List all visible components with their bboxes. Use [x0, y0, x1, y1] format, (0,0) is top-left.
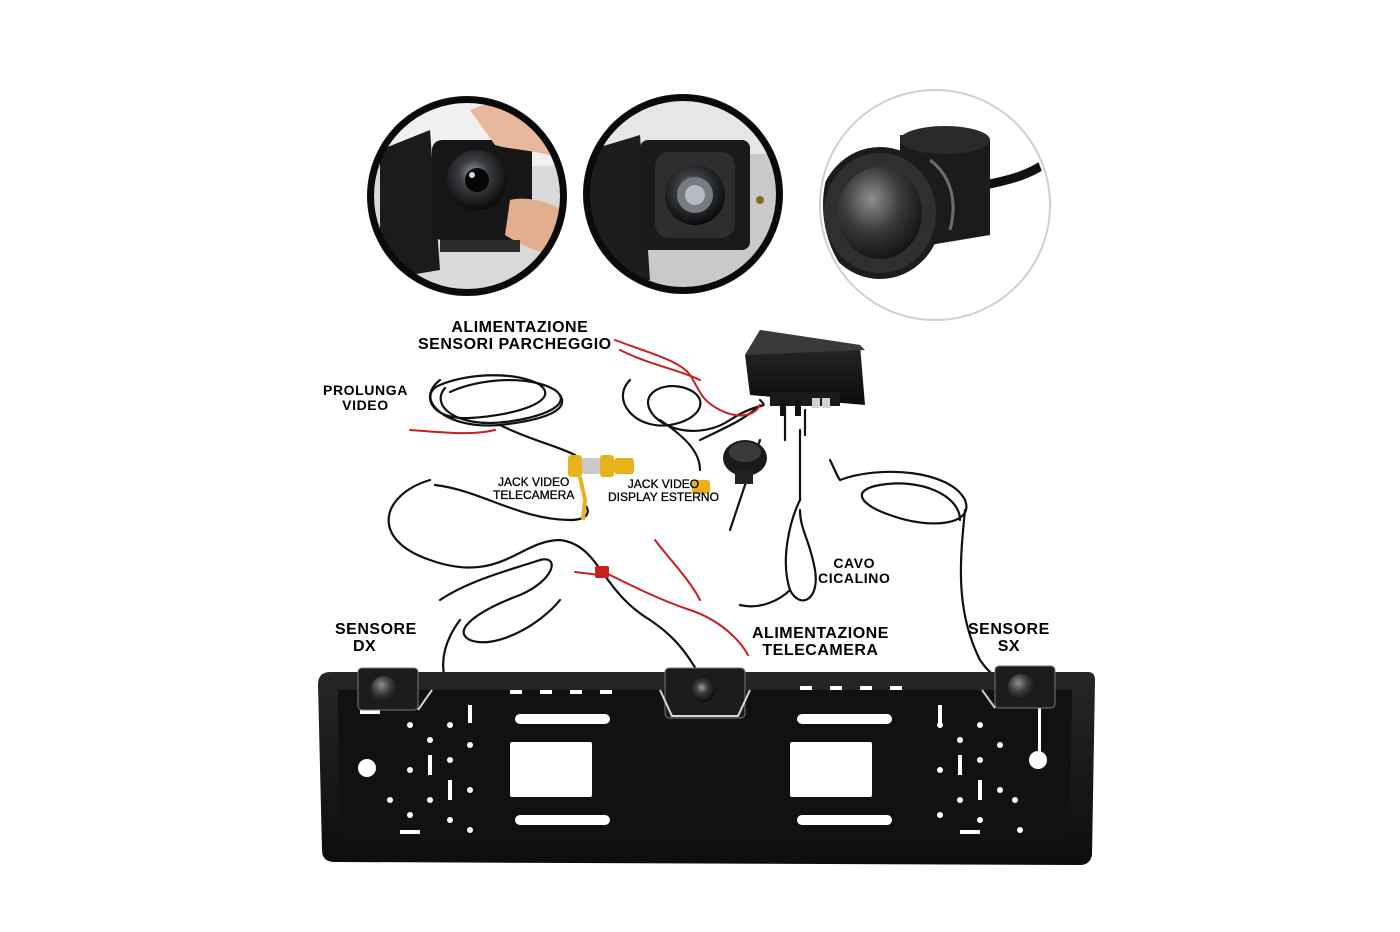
label-prolunga-video: PROLUNGA VIDEO — [323, 382, 408, 413]
license-plate-frame — [318, 665, 1095, 865]
camera-mount — [659, 667, 751, 719]
red-cables — [409, 339, 761, 656]
label-sensore-dx: SENSORE DX — [335, 621, 417, 655]
camera-closeup-photo-2 — [583, 94, 783, 294]
buzzer — [723, 440, 767, 484]
label-sensore-sx: SENSORE SX — [968, 621, 1050, 655]
plate-dot-pattern — [360, 686, 1023, 834]
label-jack-telecamera: JACK VIDEO TELECAMERA — [493, 475, 575, 502]
label-cavo-cicalino: CAVO CICALINO — [818, 555, 891, 586]
rca-connectors — [568, 455, 710, 578]
camera-closeup-photo-1 — [367, 96, 567, 296]
sensor-dx-mount — [357, 667, 433, 711]
sensor-sx-mount — [981, 665, 1056, 709]
label-alimentazione-sensori: ALIMENTAZIONE SENSORI PARCHEGGIO — [418, 319, 612, 353]
label-jack-display: JACK VIDEO DISPLAY ESTERNO — [608, 477, 719, 504]
parking-sensor-closeup-photo — [819, 89, 1051, 321]
control-unit — [745, 330, 865, 416]
cables — [387, 374, 1012, 688]
label-alimentazione-telecamera: ALIMENTAZIONE TELECAMERA — [752, 625, 889, 659]
